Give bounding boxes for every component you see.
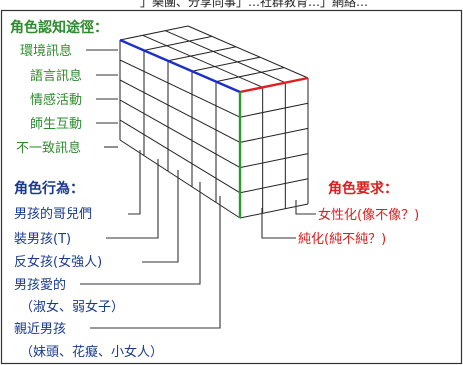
behavior-item: 反女孩(女強人) [14,254,102,270]
cognition-item: 不一致訊息 [16,140,81,156]
top-clipped-text: 」樂團、分享同事」…社群教育…」網絡… [140,0,368,9]
front-grid-line [119,119,241,194]
front-grid-line [119,59,241,118]
behavior-item: 男孩愛的 [14,277,66,293]
top-grid-line [191,56,261,72]
cognition-item: 情感活動 [30,92,82,108]
side-grid-line [239,203,309,219]
behavior-item: 裝男孩(T) [14,232,71,247]
top-grid-line [165,30,286,84]
front-grid-line [119,99,241,169]
cognition-item: 環境訊息 [20,43,72,59]
behavior-item: 男孩的哥兒們 [14,206,92,222]
behavior-leader [128,150,141,215]
figure-frame [0,9,463,365]
cognition-title: 角色認知途徑： [10,19,108,36]
demands-leader [261,208,296,239]
top-grid-line [187,25,309,79]
side-grid-line [239,102,309,118]
cognition-item: 師生互動 [30,117,82,132]
edge-demands-red [239,76,309,94]
front-grid-line [119,139,241,219]
behavior-leader [142,170,179,263]
cognition-item: 語言訊息 [30,68,82,84]
leader-lines [80,49,316,329]
behavior-leader [90,196,221,329]
demands-item: 女性化(像不像？) [318,207,419,223]
top-grid-line [143,35,213,51]
top-grid-line [215,67,285,83]
top-grid-line [119,25,189,41]
side-grid-line [239,127,309,143]
cube-grid [119,25,309,219]
behavior-leader [106,159,159,239]
behavior-title: 角色行為： [14,180,84,197]
edge-cognition-blue [119,38,241,94]
side-grid-line [239,153,309,169]
behavior-item: （淑女、弱女子） [20,299,124,315]
behavior-leader [80,182,201,285]
demands-leader [295,200,316,215]
demands-title: 角色要求： [328,180,398,197]
side-grid-line [239,178,309,194]
front-grid-line [119,79,241,143]
behavior-item: 親近男孩 [14,322,66,337]
demands-item: 純化(純不純？) [298,232,386,247]
top-grid-line [167,46,237,62]
top-grid-line [142,34,263,88]
behavior-item: （妹頭、花癡、小女人） [20,344,163,360]
